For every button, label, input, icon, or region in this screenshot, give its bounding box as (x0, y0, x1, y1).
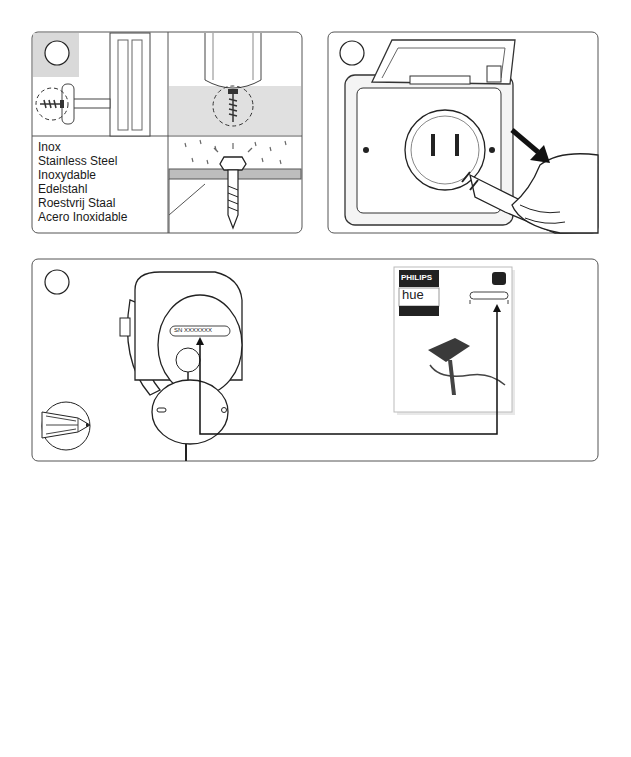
screw-head (60, 100, 64, 108)
step-circle (45, 270, 69, 294)
arrow-head (530, 145, 550, 163)
panel-three (32, 259, 598, 461)
grey-ground (169, 86, 301, 135)
pull-arrow (512, 130, 538, 152)
screw-dot (363, 147, 369, 153)
drops (185, 140, 286, 164)
material-name: Roestvrij Staal (38, 197, 115, 211)
hand (512, 154, 598, 233)
grey-corner (33, 33, 79, 77)
lamp-edge (213, 33, 214, 80)
material-name: Stainless Steel (38, 155, 117, 169)
pencil (42, 412, 90, 438)
badge (492, 272, 506, 285)
spot-cable (430, 365, 505, 385)
socket-slot (431, 134, 435, 156)
hinge (410, 76, 470, 84)
step-circle (45, 41, 69, 65)
material-name: Inoxydable (38, 169, 96, 183)
divider (32, 136, 302, 137)
package (394, 267, 512, 412)
product-name: hue (402, 288, 424, 303)
material-name: Acero Inoxidable (38, 211, 127, 225)
detail-circle (213, 86, 253, 126)
lamp-pane (118, 40, 128, 130)
base-slot (157, 408, 166, 412)
screw-shaft (228, 170, 238, 228)
panel-frame (32, 259, 598, 461)
finger (520, 205, 565, 223)
lamp-pane (132, 40, 142, 130)
step-circle (340, 41, 364, 65)
lamp-edge (253, 33, 254, 80)
pencil-line (46, 416, 78, 434)
panel-one (32, 32, 302, 233)
screw-dot (489, 147, 495, 153)
socket-slot (455, 134, 459, 156)
serial-number: SN XXXXXXX (174, 327, 212, 334)
latch (487, 66, 501, 82)
brand-box (399, 288, 439, 306)
brand-name: PHILIPS (401, 273, 432, 282)
detail-circle (36, 88, 68, 120)
leader-line (200, 308, 497, 434)
screw (40, 100, 60, 108)
brand-bar (399, 270, 439, 287)
leader-head (493, 304, 501, 312)
plug-prong (462, 172, 478, 190)
leader-head (196, 337, 204, 345)
sticker-bracket (470, 300, 508, 304)
serial-pill (170, 326, 230, 336)
spot-head (428, 338, 470, 362)
hex-head (220, 157, 246, 170)
serial-sticker (470, 292, 508, 299)
screw (229, 94, 237, 122)
panel-frame (32, 32, 302, 233)
lamp-port (176, 348, 200, 372)
panel-two (328, 32, 598, 233)
spot-stake (448, 360, 456, 395)
material-name: Inox (38, 141, 61, 155)
lamp-arm (72, 99, 110, 108)
lamp-body (110, 33, 150, 136)
plate-edge (169, 179, 205, 233)
material-name: Edelstahl (38, 183, 87, 197)
pencil-circle (42, 402, 90, 450)
brand-strip (399, 306, 439, 316)
cable (185, 444, 187, 461)
screw-head (228, 89, 238, 94)
outlet-lid (372, 40, 515, 84)
divider (168, 32, 169, 233)
yoke-knob (120, 318, 130, 336)
base-hole (222, 408, 227, 413)
panel-frame (328, 32, 598, 233)
pencil-tip (86, 423, 90, 427)
thread (228, 186, 238, 211)
lamp-underside (205, 33, 261, 88)
